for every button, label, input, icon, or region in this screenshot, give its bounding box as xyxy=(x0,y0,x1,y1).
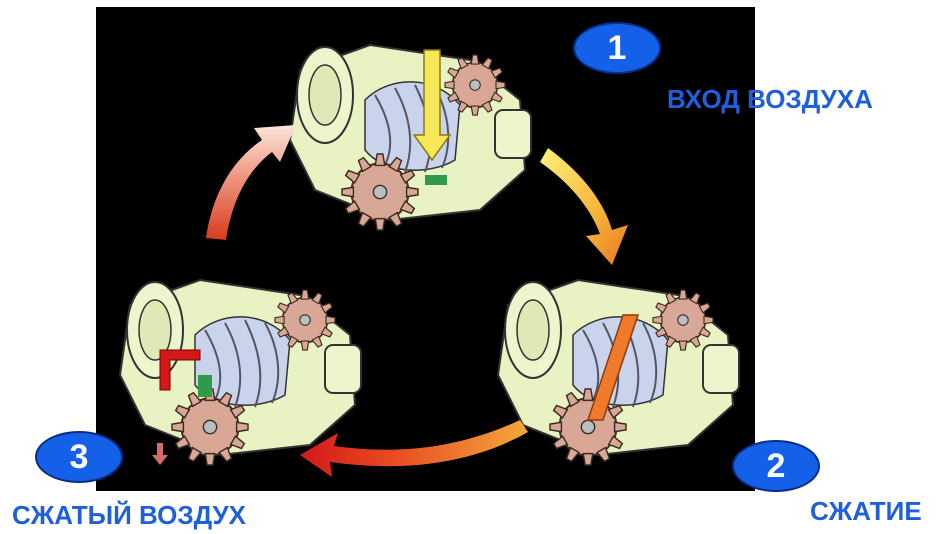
step-badge-2: 2 xyxy=(732,440,820,492)
step-label-compression: СЖАТИЕ xyxy=(810,496,922,527)
step-label-air-inlet: ВХОД ВОЗДУХА xyxy=(667,84,873,115)
step-badge-1: 1 xyxy=(573,22,661,74)
step-label-compressed-air: СЖАТЫЙ ВОЗДУХ xyxy=(12,500,246,531)
step-badge-3: 3 xyxy=(35,431,123,483)
